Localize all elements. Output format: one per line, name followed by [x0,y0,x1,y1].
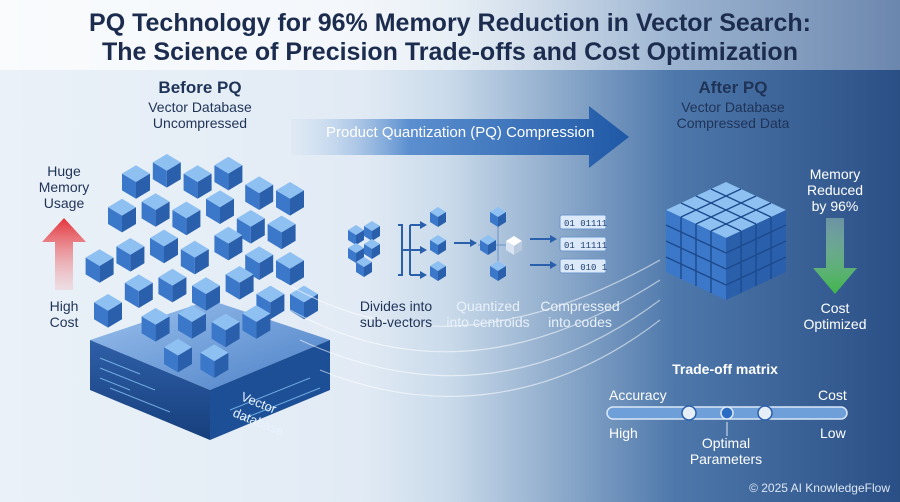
cost-optimized-label-2: Optimized [803,316,867,332]
before-sub-1: Vector Database [148,99,252,115]
optimal-parameters-label-2: Parameters [689,451,763,467]
memory-reduced-label-3: by 96% [811,198,859,214]
tradeoff-accuracy-label: Accuracy [609,387,667,403]
compressed-vector-database-cube [665,182,787,300]
title-band [0,0,900,70]
memory-reduced-label-1: Memory [809,166,861,182]
step-1-label-1: Divides into [359,298,433,314]
tradeoff-high-label: High [609,425,638,441]
after-sub-2: Compressed Data [676,115,790,131]
compression-arrow-label: Product Quantization (PQ) Compression [326,124,595,141]
code-1: 01 01111 [564,219,607,229]
before-header: Before PQ [158,78,242,97]
high-cost-label-2: Cost [49,314,79,330]
tradeoff-low-label: Low [820,425,846,441]
step-3-label-1: Compressed [540,298,620,314]
code-3: 01 010 1 [564,263,607,273]
memory-usage-label-3: Usage [43,195,85,211]
tradeoff-slider-knob-left[interactable] [681,405,697,421]
optimal-marker-line [726,422,728,436]
memory-reduced-label-2: Reduced [806,182,864,198]
after-header: After PQ [698,78,768,97]
tradeoff-slider-knob-optimal[interactable] [720,406,734,420]
step-1-label-2: sub-vectors [359,314,433,330]
uncompressed-vector-database: Vector database [85,154,330,440]
step-2-label-2: into centroids [446,314,530,330]
tradeoff-slider-knob-right[interactable] [757,405,773,421]
green-down-arrow-icon [813,218,857,294]
tradeoff-cost-label: Cost [818,387,847,403]
code-2: 01 11111 [564,241,607,251]
tradeoff-title: Trade-off matrix [672,361,778,377]
high-cost-label-1: High [49,298,79,314]
credit-text: © 2025 AI KnowledgeFlow [749,481,890,495]
before-sub-2: Uncompressed [152,115,248,131]
title-line-2: The Science of Precision Trade-offs and … [102,38,798,66]
memory-usage-label-2: Memory [38,179,90,195]
pq-flow-diagram: 01 01111 01 11111 01 010 1 [348,207,607,281]
compression-arrow [291,106,629,168]
red-up-arrow-icon [42,218,86,290]
step-2-label-1: Quantized [456,298,520,314]
tradeoff-slider[interactable] [605,402,851,424]
data-stream-lines [280,259,660,397]
optimal-parameters-label-1: Optimal [701,435,751,451]
after-sub-1: Vector Database [681,99,785,115]
step-3-label-2: into codes [548,314,612,330]
cost-optimized-label-1: Cost [820,300,850,316]
memory-usage-label-1: Huge [47,163,81,179]
title-line-1: PQ Technology for 96% Memory Reduction i… [89,9,811,37]
